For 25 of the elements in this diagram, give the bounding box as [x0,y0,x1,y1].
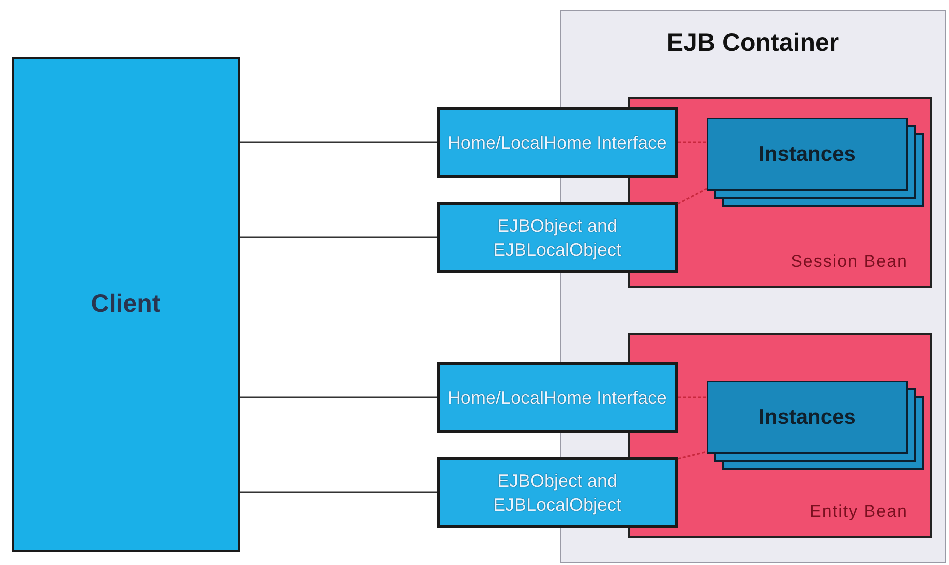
interface-box [437,107,678,178]
connector-line [240,142,437,144]
client-box [12,57,240,552]
connector-line [240,396,437,398]
connector-line [678,451,708,460]
bean-label: Session Bean [791,252,908,272]
connector-line [240,492,437,494]
bean-label: Entity Bean [810,502,908,522]
node-label: Instances [758,142,857,168]
node-label: Instances [758,404,857,430]
stacked-instance-cards [707,118,924,207]
interface-box [437,362,678,433]
node-label: EJBObject and EJBLocalObject [492,470,623,516]
connector-line [678,142,707,144]
stacked-instance-cards [707,381,924,470]
connector-line [678,396,707,398]
connector-line [240,236,437,238]
node-label: EJBObject and EJBLocalObject [492,214,623,262]
interface-box [437,457,678,528]
connector-line [678,188,708,205]
container-title: EJB Container [666,29,840,58]
node-label: Home/LocalHome Interface [448,386,668,410]
interface-box [437,202,678,273]
node-label: Home/LocalHome Interface [448,132,668,154]
node-label: Client [91,290,161,319]
